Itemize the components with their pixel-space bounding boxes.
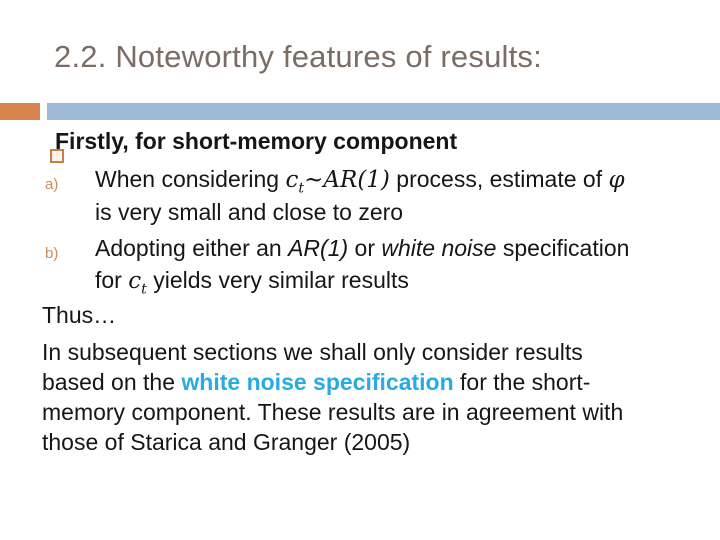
thus-line: Thus… — [42, 302, 117, 328]
item-b-line2-pre: for — [95, 267, 129, 293]
accent-blue-bar — [47, 103, 720, 120]
item-b-text-mid: or — [348, 235, 382, 261]
bullet-line-firstly: Firstly, for short-memory component — [55, 128, 458, 154]
paragraph-line4: those of Starica and Granger (2005) — [42, 429, 411, 455]
math-c: c — [285, 167, 299, 193]
list-item-b: Adopting either an AR(1) or white noise … — [95, 232, 629, 297]
paragraph-line1: In subsequent sections we shall only con… — [42, 339, 583, 365]
accent-orange-block — [0, 103, 40, 120]
white-noise-highlight: white noise specification — [181, 369, 454, 395]
item-b-ar1-italic: AR(1) — [288, 235, 349, 261]
conclusion-paragraph: In subsequent sections we shall only con… — [42, 337, 623, 457]
paragraph-line2: based on the white noise specification f… — [42, 367, 623, 397]
list-item-b-line2: for ct yields very similar results — [95, 264, 629, 297]
item-b-white-noise-italic: white noise — [381, 235, 497, 261]
paragraph-line2-post: for the short- — [453, 369, 591, 395]
list-item-a-line2: is very small and close to zero — [95, 199, 404, 225]
list-marker-b: b) — [45, 245, 59, 262]
item-a-text-pre: When considering — [95, 166, 286, 192]
item-a-text-mid: process, estimate of — [389, 166, 609, 192]
math-sub-t: t — [141, 281, 147, 298]
math-tilde-ar1: ~AR(1) — [304, 167, 390, 193]
list-item-a-line1: When considering ct~AR(1) process, estim… — [95, 163, 625, 196]
math-c: c — [128, 268, 142, 294]
math-ct-ar1: ct~AR(1) — [285, 167, 390, 196]
list-marker-a: a) — [45, 176, 59, 193]
list-item-a: When considering ct~AR(1) process, estim… — [95, 163, 625, 228]
math-phi: φ — [608, 167, 625, 193]
bullet-square-icon — [50, 149, 64, 163]
list-item-b-line1: Adopting either an AR(1) or white noise … — [95, 232, 629, 264]
item-b-text-post: specification — [496, 235, 630, 261]
math-ct: ct — [128, 268, 147, 297]
math-sub-t: t — [298, 180, 305, 197]
item-b-line2-post: yields very similar results — [146, 267, 409, 293]
paragraph-line2-pre: based on the — [42, 369, 182, 395]
paragraph-line3: memory component. These results are in a… — [42, 399, 624, 425]
slide-title: 2.2. Noteworthy features of results: — [54, 39, 542, 74]
item-b-text-pre: Adopting either an — [95, 235, 289, 261]
